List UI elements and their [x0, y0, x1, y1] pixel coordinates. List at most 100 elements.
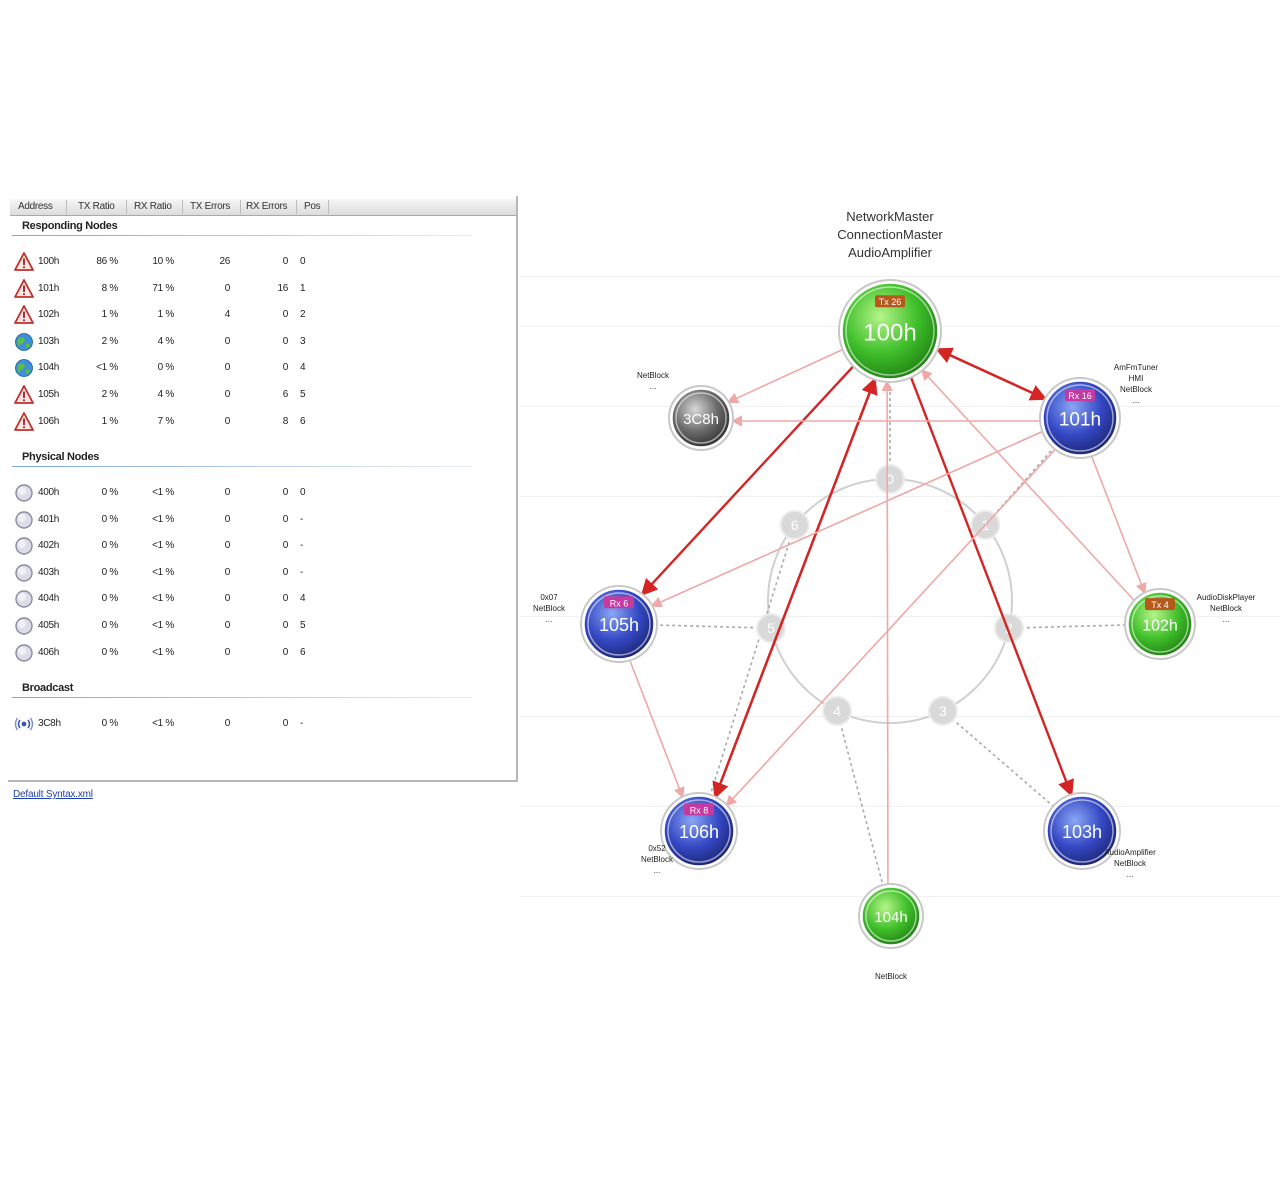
section-title: Broadcast — [22, 682, 74, 694]
network-node[interactable]: 103hAudioAmplifierNetBlock... — [1043, 792, 1156, 879]
rx-ratio-cell: <1 % — [152, 593, 174, 605]
rx-errors-cell: 0 — [282, 513, 289, 525]
column-divider[interactable] — [126, 200, 127, 214]
node-inner-ring — [587, 592, 651, 656]
node-caption: NetBlock — [641, 855, 674, 864]
tx-errors-cell: 0 — [224, 335, 231, 347]
column-header-rx-ratio[interactable]: RX Ratio — [134, 201, 172, 212]
node-circle[interactable] — [841, 282, 939, 380]
ring-position-marker[interactable] — [822, 695, 853, 726]
rx-errors-cell: 0 — [282, 620, 289, 631]
rx-errors-cell: 0 — [282, 362, 289, 374]
section-divider — [12, 697, 472, 698]
node-circle[interactable] — [861, 886, 921, 946]
ring-position-marker[interactable] — [927, 695, 958, 726]
ring-position-marker[interactable] — [875, 464, 905, 494]
node-traffic-badge-label: Rx 6 — [610, 598, 629, 608]
rx-ratio-cell: 0 % — [157, 362, 175, 374]
node-circle[interactable] — [1046, 795, 1118, 867]
column-header-pos[interactable]: Pos — [304, 201, 321, 212]
column-divider[interactable] — [240, 200, 241, 214]
ring-connector — [942, 710, 1083, 832]
column-divider[interactable] — [66, 200, 67, 214]
network-node[interactable]: 3C8hNetBlock... — [637, 371, 734, 451]
node-inner-ring — [845, 286, 935, 376]
pos-cell: 0 — [300, 487, 306, 498]
node-circle[interactable] — [583, 588, 655, 660]
node-statistics-panel: Address TX Ratio RX Ratio TX Errors RX E… — [8, 196, 518, 996]
rx-ratio-cell: <1 % — [152, 487, 174, 498]
column-header-address[interactable]: Address — [18, 201, 53, 212]
rx-ratio-cell: <1 % — [152, 620, 174, 631]
column-divider[interactable] — [182, 200, 183, 214]
node-address-label: 101h — [1059, 409, 1101, 430]
node-circle[interactable] — [663, 795, 735, 867]
column-header-rx-errors[interactable]: RX Errors — [246, 201, 288, 212]
ring-connector — [698, 524, 796, 832]
ring-position-label: 2 — [1005, 620, 1013, 636]
address-cell: 104h — [38, 362, 60, 374]
node-caption: NetworkMaster — [846, 209, 934, 224]
rx-errors-cell: 6 — [282, 389, 289, 400]
address-cell: 402h — [38, 540, 60, 552]
section-divider — [12, 235, 472, 236]
light-traffic-link — [920, 368, 1137, 604]
tx-ratio-cell: 1 % — [101, 309, 119, 321]
column-header-tx-ratio[interactable]: TX Ratio — [78, 201, 115, 212]
grid-header: Address TX Ratio RX Ratio TX Errors RX E… — [10, 199, 516, 216]
tx-ratio-cell: 8 % — [101, 282, 119, 294]
light-traffic-link — [881, 379, 893, 888]
node-traffic-badge — [684, 803, 714, 816]
light-traffic-link — [726, 347, 846, 404]
node-traffic-badge — [1065, 389, 1095, 402]
node-address-label: 104h — [874, 909, 907, 926]
default-syntax-link[interactable]: Default Syntax.xml — [13, 789, 93, 800]
rx-ratio-cell: 4 % — [157, 389, 175, 400]
tx-ratio-cell: 0 % — [101, 540, 119, 552]
tx-ratio-cell: 2 % — [101, 335, 119, 347]
node-inner-ring — [1046, 384, 1114, 452]
column-divider[interactable] — [296, 200, 297, 214]
tx-ratio-cell: 0 % — [101, 620, 119, 631]
node-caption: ... — [546, 615, 553, 624]
background-texture — [520, 496, 1280, 497]
light-traffic-link — [1089, 453, 1147, 595]
node-caption: AudioAmplifier — [1104, 848, 1156, 857]
pos-cell: 4 — [300, 362, 306, 374]
tx-ratio-cell: 0 % — [101, 593, 119, 605]
rx-ratio-cell: 1 % — [157, 309, 175, 321]
ring-position-marker[interactable] — [779, 509, 810, 540]
node-circle-icon — [15, 643, 33, 662]
node-circle[interactable] — [1127, 591, 1193, 657]
node-circle[interactable] — [1042, 380, 1118, 456]
column-divider[interactable] — [328, 200, 329, 214]
background-texture — [520, 716, 1280, 717]
rx-ratio-cell: <1 % — [152, 646, 174, 658]
ring-position-marker[interactable] — [993, 613, 1024, 644]
tx-ratio-cell: 86 % — [96, 256, 118, 267]
column-header-tx-errors[interactable]: TX Errors — [190, 201, 231, 212]
node-circle[interactable] — [671, 388, 731, 448]
address-cell: 3C8h — [38, 718, 61, 729]
